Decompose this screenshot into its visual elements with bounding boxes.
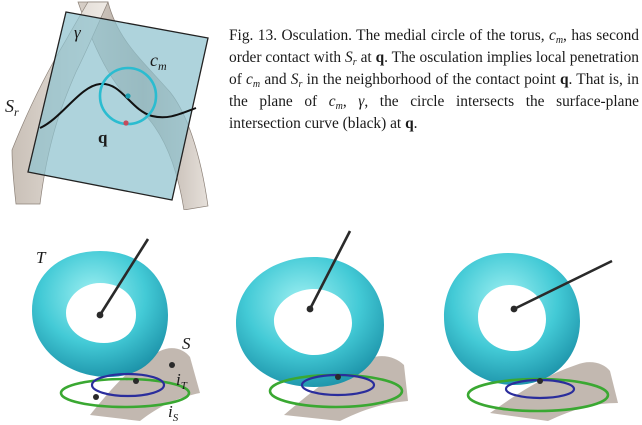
point-3 — [169, 362, 175, 368]
point-1 — [537, 378, 543, 384]
label-q: q — [98, 128, 108, 147]
torus-t — [32, 251, 168, 377]
torus-axis — [513, 259, 613, 311]
label-it: iT — [176, 370, 188, 392]
torus-center — [96, 311, 104, 319]
label-sr: Sr — [5, 96, 19, 119]
intersection-curve — [39, 82, 197, 129]
point-1 — [335, 374, 341, 380]
figure-caption: Fig. 13. Osculation. The medial circle o… — [229, 27, 640, 132]
torus-panel-3 — [444, 253, 618, 421]
contact-point-q — [123, 120, 129, 126]
torus-axis — [98, 238, 150, 316]
point-2 — [93, 394, 99, 400]
osculation-illustration: γ cm Sr q — [5, 1, 209, 210]
label-gamma: γ — [74, 23, 82, 42]
medial-circle-center — [125, 93, 131, 99]
label-s: S — [182, 334, 191, 353]
label-t: T — [36, 248, 47, 267]
label-is: iS — [168, 402, 179, 424]
torus-t — [236, 257, 384, 387]
torus-axis — [308, 230, 352, 310]
plane-gamma — [27, 11, 209, 201]
point-1 — [133, 378, 139, 384]
torus-center — [510, 305, 518, 313]
blue-ring-it — [90, 372, 166, 398]
green-ring-is — [59, 377, 191, 409]
torus-t — [444, 253, 580, 385]
label-cm: cm — [150, 50, 167, 73]
fig-label: Fig. 13. Osculation. — [229, 27, 353, 44]
torus-panel-1: T S iT iS — [32, 238, 200, 424]
torus-panel-2 — [236, 230, 408, 421]
torus-center — [306, 305, 314, 313]
